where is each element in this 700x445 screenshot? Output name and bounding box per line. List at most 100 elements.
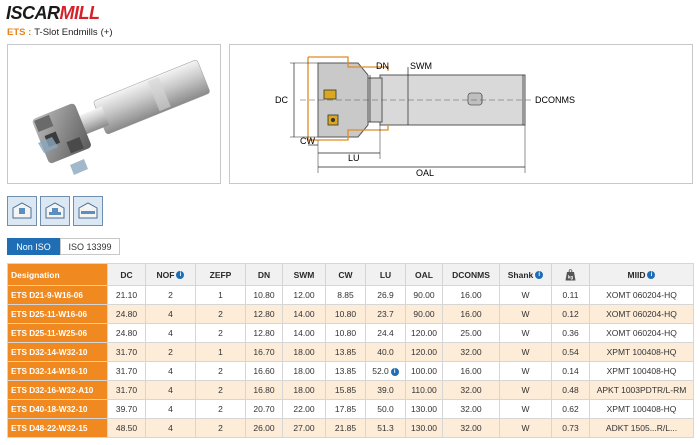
cell-miid: ADKT 1505...R/L... — [589, 418, 694, 438]
cell-oal: 100.00 — [405, 361, 443, 381]
cell-shank: W — [499, 285, 552, 305]
tab-iso-13399[interactable]: ISO 13399 — [60, 238, 120, 255]
cell-zefp: 2 — [195, 399, 246, 419]
cell-shank: W — [499, 323, 552, 343]
col-header-designation[interactable]: Designation — [7, 263, 108, 286]
col-header-lu[interactable]: LU — [365, 263, 406, 286]
col-header-dconms[interactable]: DCONMS — [442, 263, 500, 286]
cell-nof: 4 — [145, 399, 196, 419]
dim-label-cw: CW — [300, 136, 315, 146]
cell-oal: 130.00 — [405, 399, 443, 419]
cell-dn: 10.80 — [245, 285, 283, 305]
product-image-panel — [7, 44, 221, 184]
cell-oal: 110.00 — [405, 380, 443, 400]
cell-designation[interactable]: ETS D48-22-W32-15 — [7, 418, 108, 438]
cell-weight: 0.11 — [551, 285, 590, 305]
cell-designation[interactable]: ETS D25-11-W16-06 — [7, 304, 108, 324]
cell-shank: W — [499, 418, 552, 438]
dimension-drawing: DC DN SWM DCONMS CW LU OAL — [275, 56, 575, 178]
dim-label-dc: DC — [275, 95, 288, 105]
cell-shank: W — [499, 361, 552, 381]
cell-miid: XOMT 060204-HQ — [589, 304, 694, 324]
cell-nof: 4 — [145, 304, 196, 324]
t-slot-icon[interactable] — [40, 196, 70, 226]
cell-designation[interactable]: ETS D32-16-W32-A10 — [7, 380, 108, 400]
cell-miid: XOMT 060204-HQ — [589, 323, 694, 343]
cell-oal: 120.00 — [405, 323, 443, 343]
technical-drawing-panel: DC DN SWM DCONMS CW LU OAL — [229, 44, 693, 184]
info-icon[interactable]: i — [390, 367, 399, 376]
side-milling-icon[interactable] — [73, 196, 103, 226]
col-header-cw[interactable]: CW — [325, 263, 366, 286]
info-icon: i — [176, 271, 185, 280]
cell-lu: 26.9 — [365, 285, 406, 305]
dim-label-oal: OAL — [416, 168, 434, 178]
cell-cw: 10.80 — [325, 304, 366, 324]
cell-weight: 0.48 — [551, 380, 590, 400]
weight-icon: kg — [565, 268, 576, 280]
cell-cw: 21.85 — [325, 418, 366, 438]
expand-toggle[interactable]: (+) — [100, 27, 113, 38]
col-header-weight[interactable]: kg — [551, 263, 590, 286]
cell-miid: XPMT 100408-HQ — [589, 399, 694, 419]
col-header-oal[interactable]: OAL — [405, 263, 443, 286]
cell-nof: 4 — [145, 418, 196, 438]
cell-designation[interactable]: ETS D21-9-W16-06 — [7, 285, 108, 305]
cell-designation[interactable]: ETS D32-14-W16-10 — [7, 361, 108, 381]
cell-designation[interactable]: ETS D25-11-W25-06 — [7, 323, 108, 343]
page-subtitle: ETS : T-Slot Endmills (+) — [7, 27, 113, 38]
cell-dc: 31.70 — [107, 361, 146, 381]
cell-lu: 50.0 — [365, 399, 406, 419]
family-code: ETS : — [7, 27, 32, 38]
cell-dc: 31.70 — [107, 342, 146, 362]
cell-designation[interactable]: ETS D32-14-W32-10 — [7, 342, 108, 362]
dim-label-lu: LU — [348, 153, 360, 163]
cell-zefp: 2 — [195, 361, 246, 381]
brand-logo: ISCARMILL — [6, 3, 100, 23]
col-header-dc[interactable]: DC — [107, 263, 146, 286]
cell-swm: 27.00 — [282, 418, 326, 438]
cell-dn: 12.80 — [245, 323, 283, 343]
cell-dn: 16.60 — [245, 361, 283, 381]
cell-zefp: 1 — [195, 342, 246, 362]
cell-dc: 21.10 — [107, 285, 146, 305]
cell-cw: 10.80 — [325, 323, 366, 343]
col-header-swm[interactable]: SWM — [282, 263, 326, 286]
standard-tabs: Non ISO ISO 13399 — [7, 238, 120, 255]
slotting-icon[interactable] — [7, 196, 37, 226]
cell-zefp: 2 — [195, 418, 246, 438]
cell-zefp: 2 — [195, 304, 246, 324]
cell-designation[interactable]: ETS D40-18-W32-10 — [7, 399, 108, 419]
cell-shank: W — [499, 304, 552, 324]
cell-shank: W — [499, 380, 552, 400]
cell-cw: 8.85 — [325, 285, 366, 305]
col-header-zefp[interactable]: ZEFP — [195, 263, 246, 286]
col-header-dn[interactable]: DN — [245, 263, 283, 286]
cell-nof: 2 — [145, 342, 196, 362]
cell-lu: 24.4 — [365, 323, 406, 343]
cell-dconms: 16.00 — [442, 285, 500, 305]
svg-text:kg: kg — [568, 274, 574, 279]
cell-swm: 22.00 — [282, 399, 326, 419]
cell-weight: 0.73 — [551, 418, 590, 438]
tab-non-iso[interactable]: Non ISO — [7, 238, 60, 255]
cell-weight: 0.54 — [551, 342, 590, 362]
cell-zefp: 1 — [195, 285, 246, 305]
cell-nof: 4 — [145, 380, 196, 400]
cell-dc: 24.80 — [107, 323, 146, 343]
cell-miid: APKT 1003PDTR/L-RM — [589, 380, 694, 400]
